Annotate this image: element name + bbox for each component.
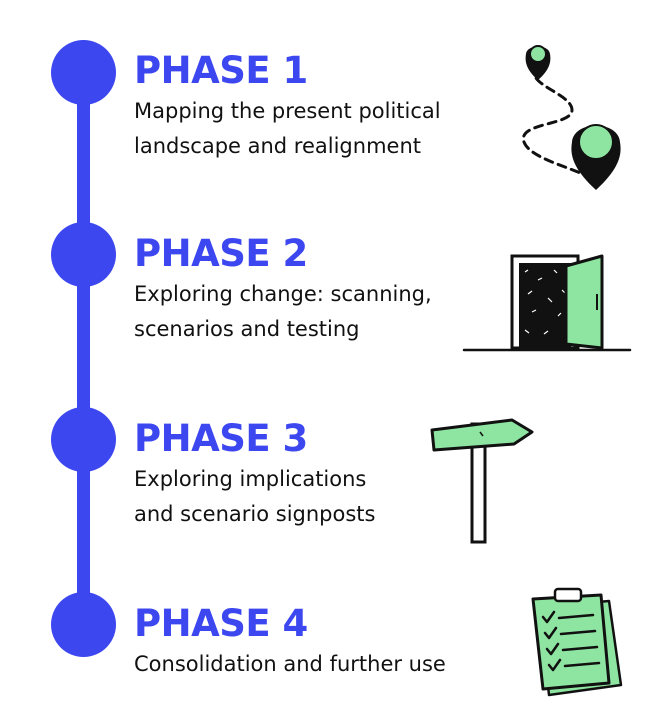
phase-1-description-line-2: landscape and realignment	[134, 134, 421, 158]
phase-2-description-line-1: Exploring change: scanning,	[134, 282, 432, 306]
signpost-icon	[430, 418, 534, 544]
phase-1: PHASE 1 Mapping the present political la…	[134, 50, 441, 164]
phase-2-node	[51, 222, 116, 287]
phase-1-title: PHASE 1	[134, 49, 308, 92]
checklist-clipboard-icon	[531, 587, 623, 697]
phase-1-description-line-1: Mapping the present political	[134, 99, 441, 123]
phase-3-description-line-1: Exploring implications	[134, 467, 367, 491]
phase-3-title: PHASE 3	[134, 417, 308, 460]
phase-2-description: Exploring change: scanning, scenarios an…	[134, 277, 432, 347]
phase-4-node	[51, 592, 116, 657]
phase-4-title: PHASE 4	[134, 602, 308, 645]
phase-4-description: Consolidation and further use	[134, 647, 446, 682]
phase-3-description: Exploring implications and scenario sign…	[134, 462, 375, 532]
phase-2-description-line-2: scenarios and testing	[134, 317, 360, 341]
phase-2-title: PHASE 2	[134, 232, 308, 275]
map-route-icon	[522, 45, 621, 190]
phase-3-node	[51, 407, 116, 472]
phase-1-node	[51, 40, 116, 105]
open-door-icon	[462, 254, 632, 352]
phase-2: PHASE 2 Exploring change: scanning, scen…	[134, 233, 432, 347]
phase-1-description: Mapping the present political landscape …	[134, 94, 441, 164]
phase-3-description-line-2: and scenario signposts	[134, 502, 376, 526]
timeline-line	[77, 70, 90, 630]
phase-4: PHASE 4 Consolidation and further use	[134, 603, 446, 682]
phase-3: PHASE 3 Exploring implications and scena…	[134, 418, 375, 532]
phase-4-description-line-1: Consolidation and further use	[134, 652, 446, 676]
